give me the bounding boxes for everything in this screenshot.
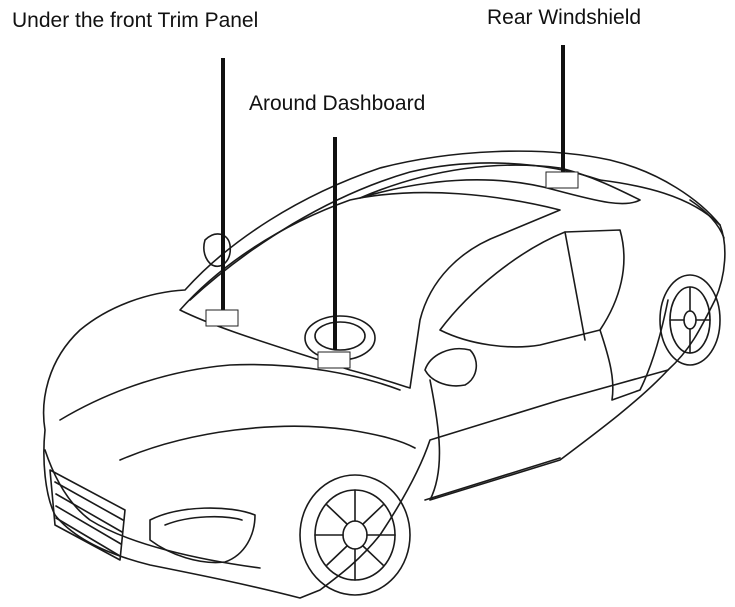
seat [203,233,232,267]
front-wheel [299,474,411,596]
sill-line [424,457,561,501]
car-body [42,150,726,599]
label-rear-windshield: Rear Windshield [487,6,642,29]
hood-crease-left [59,363,401,421]
rear-glass [359,164,641,205]
side-window [439,229,625,348]
label-around-dashboard: Around Dashboard [249,92,426,115]
front-bumper [44,449,261,569]
grille [49,469,126,561]
device-tag-rear [545,171,579,189]
door-line [429,369,669,501]
windshield [179,191,561,389]
rear-deck [599,179,721,226]
side-intake [599,299,669,401]
device-tag-dashboard [317,351,351,369]
headlight [149,507,256,564]
b-pillar [564,231,586,341]
rear-lights [689,199,725,239]
side-mirror [424,348,478,387]
device-tag-front [205,309,239,327]
label-front-trim-panel: Under the front Trim Panel [12,9,259,32]
hood-crease-right [119,425,416,461]
rear-wheel [659,274,721,366]
body-outline [42,150,726,599]
